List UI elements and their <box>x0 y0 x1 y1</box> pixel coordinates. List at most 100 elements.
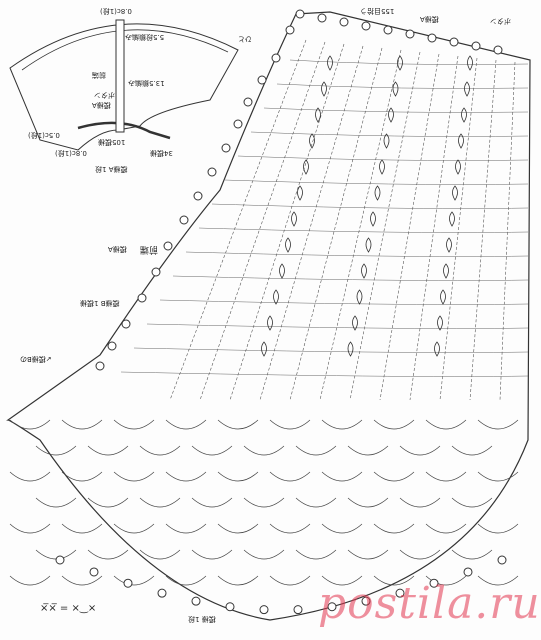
inset-caption-label: 模様A 1段 <box>95 165 128 173</box>
inset-bottom-label: 0.8c(1段) <box>55 149 87 157</box>
leaf-motif-0-2 <box>315 107 321 123</box>
skirt-arc-4-3 <box>165 523 207 534</box>
inset-105-label: 105模様 <box>98 138 126 146</box>
skirt-arc-5-2 <box>139 549 181 560</box>
skirt-arc-5-1 <box>87 549 129 560</box>
skirt-arc-4-5 <box>269 523 311 534</box>
leaf-motif-2-7 <box>446 237 452 253</box>
stitch-column-8 <box>409 55 459 401</box>
inset-front-label: 前端 <box>92 71 106 79</box>
stitch-row-2 <box>263 107 529 113</box>
inset-top-label: 0.8c(1段) <box>100 7 132 15</box>
leaf-motif-1-9 <box>356 289 363 305</box>
leaf-motif-1-5 <box>374 185 381 201</box>
picot-bottom-5 <box>225 602 235 612</box>
picot-left-2 <box>257 75 267 85</box>
stitch-legend: ×̅×̅ = ×‿× <box>40 603 97 614</box>
leaf-motif-1-4 <box>379 159 385 175</box>
picot-top-8 <box>471 41 481 51</box>
picot-left-10 <box>151 267 161 277</box>
picot-bottom-7 <box>293 605 303 615</box>
skirt-arc-4-9 <box>477 523 519 534</box>
skirt-arc-1-1 <box>87 445 129 456</box>
skirt-arc-3-1 <box>87 497 129 508</box>
stitch-row-4 <box>237 155 529 161</box>
skirt-arc-2-6 <box>321 471 363 482</box>
skirt-arc-3-0 <box>35 497 77 508</box>
picot-left-7 <box>193 191 203 201</box>
skirt-arc-4-0 <box>9 523 51 534</box>
skirt-arc-0-4 <box>217 419 259 430</box>
skirt-arc-0-0 <box>9 419 51 430</box>
leaf-motif-1-3 <box>383 133 390 149</box>
stitch-column-9 <box>439 57 478 401</box>
skirt-arc-5-5 <box>295 549 337 560</box>
picot-left-11 <box>137 293 147 303</box>
skirt-arc-0-1 <box>61 419 103 430</box>
stitch-row-1 <box>276 83 529 89</box>
skirt-arc-0-5 <box>269 419 311 430</box>
leaf-motif-1-10 <box>352 315 358 331</box>
skirt-arc-5-4 <box>243 549 285 560</box>
stitch-column-0 <box>169 39 307 401</box>
picot-left-12 <box>121 319 131 329</box>
stitch-column-2 <box>229 43 345 401</box>
skirt-arc-2-8 <box>425 471 467 482</box>
skirt-arc-6-0 <box>9 575 51 586</box>
leaf-motif-0-3 <box>309 133 315 149</box>
leaf-motif-2-8 <box>443 263 449 279</box>
skirt-arc-5-6 <box>347 549 389 560</box>
inset-outline <box>9 23 239 151</box>
skirt-arc-6-4 <box>217 575 259 586</box>
pattern-b-label: 模様B 1模様 <box>80 299 120 307</box>
picot-bottom-11 <box>429 578 439 588</box>
picot-bottom-9 <box>361 596 371 606</box>
leaf-motif-1-11 <box>347 341 354 357</box>
picot-top-6 <box>427 33 437 43</box>
skirt-arc-6-6 <box>321 575 363 586</box>
skirt-arc-6-5 <box>269 575 311 586</box>
picot-bottom-12 <box>463 567 473 577</box>
picot-left-8 <box>179 215 189 225</box>
picot-top-4 <box>383 25 393 35</box>
skirt-arc-4-4 <box>217 523 259 534</box>
skirt-arc-0-6 <box>321 419 363 430</box>
stitch-row-10 <box>159 299 529 305</box>
skirt-arc-1-0 <box>35 445 77 456</box>
picot-top-7 <box>449 37 459 47</box>
stitch-row-12 <box>133 347 529 353</box>
inset-chain-label: 5.5段鎖編み <box>125 33 165 41</box>
pattern-a-label: 模様A <box>108 245 127 253</box>
stitch-row-13 <box>120 371 529 377</box>
leaf-motif-2-5 <box>452 185 458 201</box>
picot-left-13 <box>107 341 117 351</box>
picot-bottom-3 <box>157 588 167 598</box>
skirt-arc-2-1 <box>61 471 103 482</box>
leaf-motif-2-9 <box>440 289 446 305</box>
skirt-arc-5-8 <box>451 549 493 560</box>
skirt-arc-4-1 <box>61 523 103 534</box>
skirt-arc-6-2 <box>113 575 155 586</box>
front-edge-label: 前端 <box>140 244 159 254</box>
bottom-caption-label: 模様 1段 <box>188 615 216 623</box>
skirt-arc-0-9 <box>477 419 519 430</box>
leaf-motif-0-11 <box>261 341 267 357</box>
skirt-arc-4-8 <box>425 523 467 534</box>
leaf-motif-1-2 <box>388 107 394 123</box>
skirt-arc-6-7 <box>373 575 415 586</box>
top-pattern-label: 模様A <box>420 15 439 23</box>
skirt-arc-5-3 <box>191 549 233 560</box>
skirt-arc-1-5 <box>295 445 337 456</box>
skirt-arc-2-2 <box>113 471 155 482</box>
skirt-arc-3-6 <box>347 497 389 508</box>
leaf-motif-0-7 <box>285 237 291 253</box>
inset-13-label: 13.5鎖編み <box>128 79 165 87</box>
stitch-row-6 <box>211 203 529 209</box>
skirt-arc-6-3 <box>165 575 207 586</box>
leaf-motif-1-8 <box>361 263 367 279</box>
skirt-arc-1-2 <box>139 445 181 456</box>
picot-top-1 <box>317 13 327 23</box>
picot-bottom-6 <box>259 605 269 615</box>
